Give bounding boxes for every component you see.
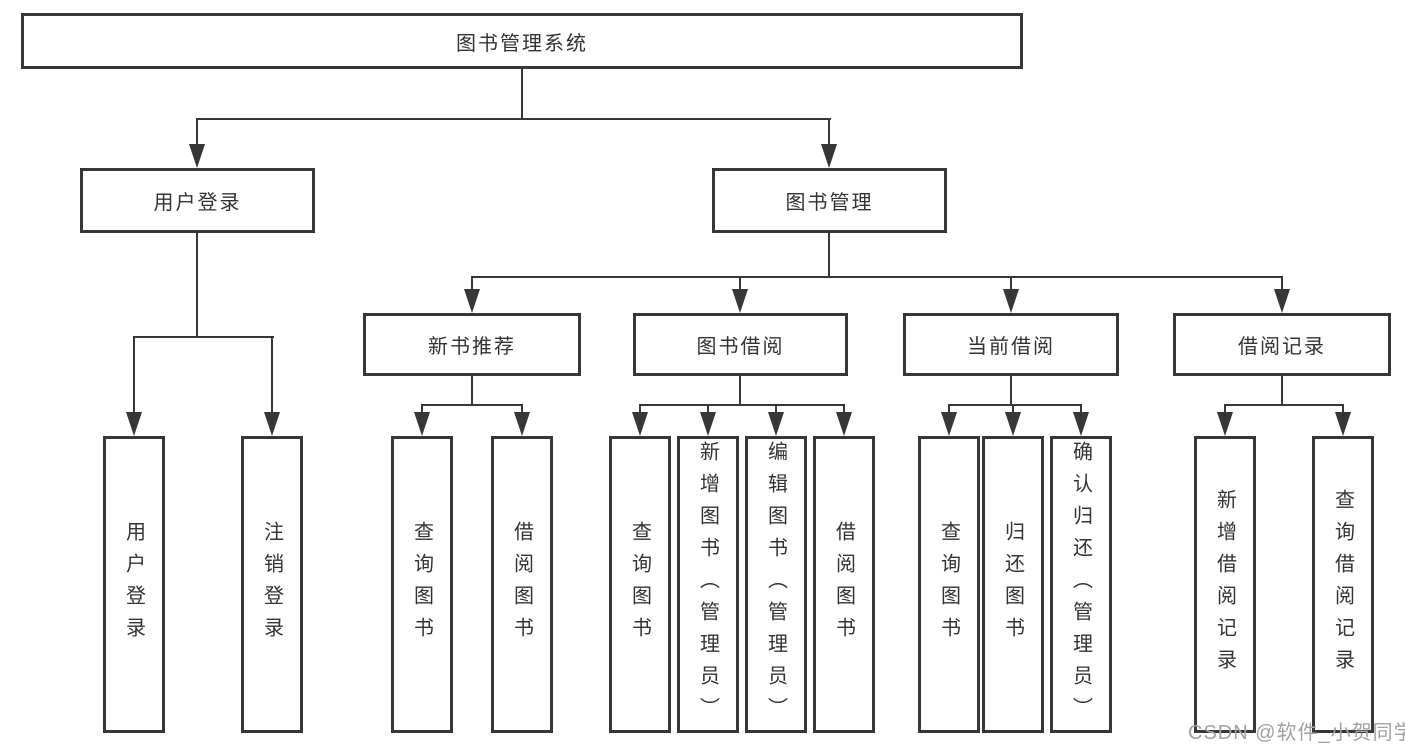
connector-line bbox=[1010, 376, 1012, 406]
leaf-add-borrow-record-label: 新增借阅记录 bbox=[1213, 488, 1236, 681]
node-book-management-label: 图书管理 bbox=[785, 192, 874, 214]
connector-line bbox=[421, 404, 423, 416]
arrow-down-icon bbox=[414, 412, 430, 436]
connector-line bbox=[1010, 276, 1012, 294]
leaf-query-books-current: 查询图书 bbox=[918, 436, 980, 733]
node-borrowing-records-label: 借阅记录 bbox=[1238, 336, 1326, 358]
connector-line bbox=[639, 404, 845, 406]
arrow-down-icon bbox=[700, 412, 716, 436]
leaf-return-book-label: 归还图书 bbox=[1001, 520, 1024, 649]
leaf-query-books-borrowing-label: 查询图书 bbox=[628, 520, 651, 649]
arrow-down-icon bbox=[514, 412, 530, 436]
leaf-logout-label: 注销登录 bbox=[260, 520, 283, 649]
arrow-down-icon bbox=[264, 412, 280, 436]
connector-line bbox=[1342, 404, 1344, 416]
node-root: 图书管理系统 bbox=[21, 13, 1023, 69]
leaf-borrow-books-recommend-label: 借阅图书 bbox=[510, 520, 533, 649]
leaf-user-login: 用户登录 bbox=[103, 436, 165, 733]
connector-line bbox=[1012, 404, 1014, 416]
arrow-down-icon bbox=[821, 144, 837, 168]
connector-line bbox=[639, 404, 641, 416]
node-borrowing-records: 借阅记录 bbox=[1173, 313, 1391, 376]
connector-line bbox=[133, 336, 274, 338]
arrow-down-icon bbox=[189, 144, 205, 168]
arrow-down-icon bbox=[1217, 412, 1233, 436]
leaf-edit-book-admin-label: 编辑图书（管理员） bbox=[764, 440, 787, 729]
leaf-query-borrow-record-label: 查询借阅记录 bbox=[1331, 488, 1354, 681]
connector-line bbox=[1281, 276, 1283, 294]
arrow-down-icon bbox=[732, 289, 748, 313]
connector-line bbox=[1080, 404, 1082, 416]
node-book-borrowing: 图书借阅 bbox=[633, 313, 848, 376]
arrow-down-icon bbox=[1073, 412, 1089, 436]
leaf-borrow-books-borrowing-label: 借阅图书 bbox=[832, 520, 855, 649]
connector-line bbox=[1281, 376, 1283, 406]
node-book-borrowing-label: 图书借阅 bbox=[696, 336, 785, 358]
node-current-borrowing: 当前借阅 bbox=[903, 313, 1119, 376]
connector-line bbox=[775, 404, 777, 416]
leaf-query-books-recommend-label: 查询图书 bbox=[410, 520, 433, 649]
arrow-down-icon bbox=[768, 412, 784, 436]
connector-line bbox=[948, 404, 950, 416]
connector-line bbox=[707, 404, 709, 416]
arrow-down-icon bbox=[941, 412, 957, 436]
arrow-down-icon bbox=[1335, 412, 1351, 436]
leaf-query-books-borrowing: 查询图书 bbox=[609, 436, 671, 733]
connector-line bbox=[1224, 404, 1344, 406]
leaf-add-book-admin-label: 新增图书（管理员） bbox=[696, 440, 719, 729]
connector-line bbox=[828, 233, 830, 278]
node-new-book-recommendation-label: 新书推荐 bbox=[428, 336, 516, 358]
connector-line bbox=[271, 336, 273, 416]
node-book-management: 图书管理 bbox=[712, 168, 947, 233]
connector-line bbox=[843, 404, 845, 416]
connector-line bbox=[196, 233, 198, 338]
connector-line bbox=[471, 376, 473, 406]
node-user-login: 用户登录 bbox=[80, 168, 315, 233]
node-new-book-recommendation: 新书推荐 bbox=[363, 313, 581, 376]
node-current-borrowing-label: 当前借阅 bbox=[967, 336, 1055, 358]
node-user-login-label: 用户登录 bbox=[153, 192, 242, 214]
leaf-confirm-return-admin-label: 确认归还（管理员） bbox=[1069, 440, 1092, 729]
leaf-logout: 注销登录 bbox=[241, 436, 303, 733]
arrow-down-icon bbox=[1274, 289, 1290, 313]
connector-line bbox=[948, 404, 1082, 406]
leaf-query-books-recommend: 查询图书 bbox=[391, 436, 453, 733]
leaf-borrow-books-borrowing: 借阅图书 bbox=[813, 436, 875, 733]
leaf-edit-book-admin: 编辑图书（管理员） bbox=[745, 436, 807, 733]
connector-line bbox=[471, 276, 1283, 278]
leaf-add-book-admin: 新增图书（管理员） bbox=[677, 436, 739, 733]
arrow-down-icon bbox=[464, 289, 480, 313]
leaf-user-login-label: 用户登录 bbox=[122, 520, 145, 649]
connector-line bbox=[828, 118, 830, 150]
leaf-add-borrow-record: 新增借阅记录 bbox=[1194, 436, 1256, 733]
node-root-label: 图书管理系统 bbox=[456, 32, 588, 55]
connector-line bbox=[521, 404, 523, 416]
leaf-borrow-books-recommend: 借阅图书 bbox=[491, 436, 553, 733]
connector-line bbox=[1224, 404, 1226, 416]
connector-line bbox=[739, 276, 741, 294]
connector-line bbox=[421, 404, 523, 406]
connector-line bbox=[196, 118, 831, 120]
connector-line bbox=[739, 376, 741, 406]
connector-line bbox=[521, 69, 523, 119]
leaf-query-borrow-record: 查询借阅记录 bbox=[1312, 436, 1374, 733]
csdn-watermark: CSDN @软件_小贺同学 bbox=[1188, 722, 1405, 744]
arrow-down-icon bbox=[836, 412, 852, 436]
arrow-down-icon bbox=[1003, 289, 1019, 313]
arrow-down-icon bbox=[126, 412, 142, 436]
leaf-return-book: 归还图书 bbox=[982, 436, 1044, 733]
leaf-query-books-current-label: 查询图书 bbox=[937, 520, 960, 649]
connector-line bbox=[133, 336, 135, 416]
arrow-down-icon bbox=[1005, 412, 1021, 436]
connector-line bbox=[196, 118, 198, 150]
connector-line bbox=[471, 276, 473, 294]
arrow-down-icon bbox=[632, 412, 648, 436]
leaf-confirm-return-admin: 确认归还（管理员） bbox=[1050, 436, 1112, 733]
